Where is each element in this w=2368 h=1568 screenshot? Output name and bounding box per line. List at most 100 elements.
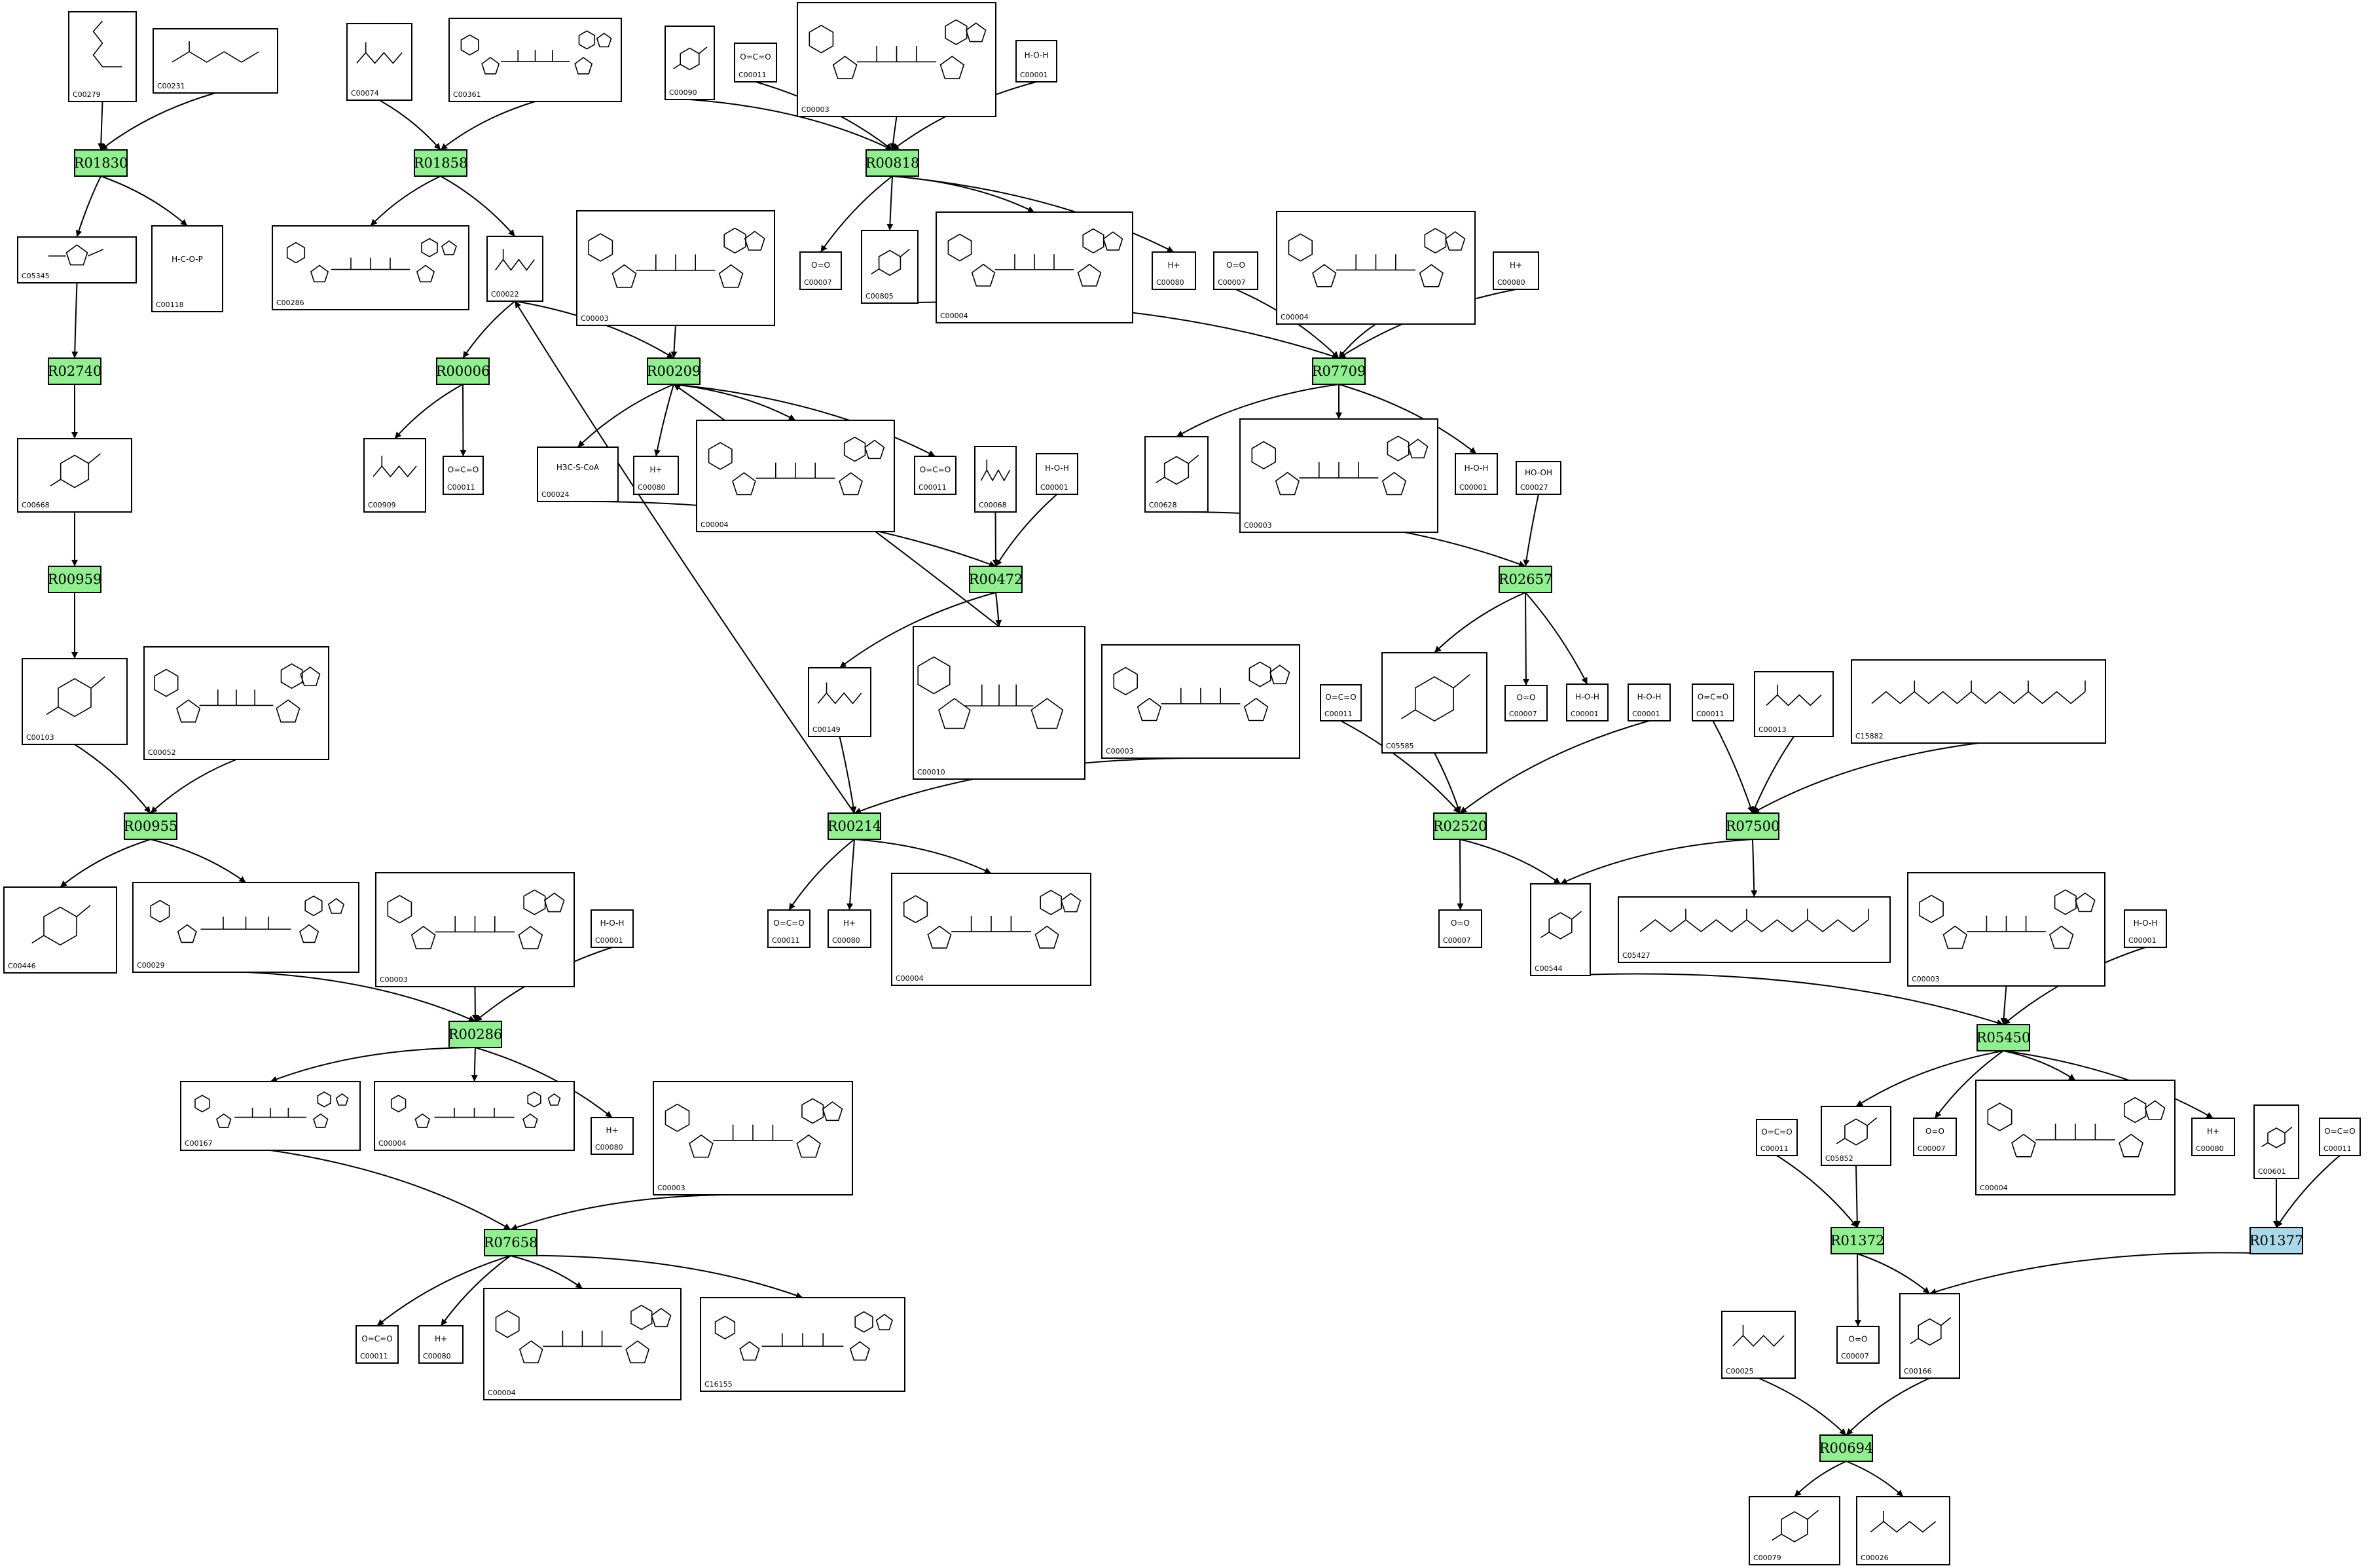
compound-node-c00601[interactable]: C00601: [2253, 1104, 2299, 1179]
compound-node-c00149[interactable]: C00149: [808, 667, 871, 737]
reaction-node-r01377[interactable]: R01377: [2250, 1227, 2304, 1254]
reaction-node-r00006[interactable]: R00006: [436, 357, 490, 385]
compound-node-c00004[interactable]: C00004: [891, 873, 1091, 986]
reaction-node-r00286[interactable]: R00286: [448, 1021, 503, 1048]
compound-node-c15882[interactable]: C15882: [1851, 659, 2106, 744]
compound-node-c00080[interactable]: H+C00080: [1493, 251, 1539, 290]
compound-node-c00080[interactable]: H+C00080: [828, 909, 871, 948]
compound-node-c00010[interactable]: C00010: [913, 626, 1085, 780]
compound-node-c00068[interactable]: C00068: [974, 446, 1017, 513]
compound-node-c00026[interactable]: C00026: [1856, 1496, 1950, 1565]
compound-node-c00003[interactable]: C00003: [576, 210, 775, 326]
compound-node-c00004[interactable]: C00004: [1975, 1080, 2176, 1195]
reaction-node-r00955[interactable]: R00955: [124, 812, 178, 840]
compound-node-c16155[interactable]: C16155: [700, 1297, 905, 1392]
compound-node-c00003[interactable]: C00003: [1101, 644, 1300, 759]
compound-node-c00166[interactable]: C00166: [1899, 1293, 1960, 1379]
reaction-node-r00214[interactable]: R00214: [828, 812, 882, 840]
reaction-id-label: R01372: [1831, 1233, 1885, 1249]
reaction-node-r05450[interactable]: R05450: [1976, 1024, 2031, 1051]
compound-node-c00004[interactable]: C00004: [696, 420, 895, 532]
compound-node-c00090[interactable]: C00090: [665, 26, 715, 100]
compound-node-c00286[interactable]: C00286: [272, 225, 469, 310]
compound-node-c00544[interactable]: C00544: [1530, 883, 1591, 976]
compound-node-c00003[interactable]: C00003: [1239, 418, 1438, 533]
compound-node-c00004[interactable]: C00004: [1276, 211, 1476, 325]
compound-node-c00080[interactable]: H+C00080: [633, 456, 679, 495]
reaction-node-r01372[interactable]: R01372: [1831, 1227, 1885, 1254]
compound-node-c00025[interactable]: C00025: [1721, 1311, 1796, 1379]
compound-node-c00003[interactable]: C00003: [797, 2, 996, 117]
edge-c00544-to-r05450: [1560, 973, 2004, 1026]
compound-node-c00668[interactable]: C00668: [17, 438, 132, 513]
reaction-node-r07709[interactable]: R07709: [1312, 357, 1366, 385]
reaction-node-r00209[interactable]: R00209: [647, 357, 701, 385]
compound-node-c00446[interactable]: C00446: [3, 886, 117, 974]
compound-node-c00080[interactable]: H+C00080: [418, 1325, 464, 1364]
compound-node-c00080[interactable]: H+C00080: [2191, 1118, 2235, 1156]
reaction-node-r07658[interactable]: R07658: [484, 1229, 538, 1256]
compound-node-c00167[interactable]: C00167: [180, 1081, 361, 1151]
compound-node-c00805[interactable]: C00805: [861, 230, 919, 304]
compound-node-c00074[interactable]: C00074: [346, 23, 412, 101]
compound-node-c00909[interactable]: C00909: [363, 438, 426, 513]
compound-node-c00013[interactable]: C00013: [1754, 671, 1834, 737]
reaction-node-r00818[interactable]: R00818: [865, 149, 920, 177]
compound-node-c00004[interactable]: C00004: [374, 1081, 575, 1151]
compound-node-c05345[interactable]: C05345: [17, 236, 137, 283]
compound-node-c05585[interactable]: C05585: [1381, 652, 1487, 754]
compound-node-c00279[interactable]: C00279: [68, 11, 137, 102]
compound-node-c00080[interactable]: H+C00080: [1152, 251, 1196, 290]
reaction-node-r01858[interactable]: R01858: [414, 149, 468, 177]
compound-node-c00003[interactable]: C00003: [653, 1081, 853, 1195]
compound-node-c05427[interactable]: C05427: [1618, 896, 1891, 963]
reaction-node-r02657[interactable]: R02657: [1499, 566, 1553, 593]
compound-node-c00029[interactable]: C00029: [132, 882, 359, 973]
reaction-node-r02520[interactable]: R02520: [1433, 812, 1487, 840]
compound-node-c00003[interactable]: C00003: [1907, 872, 2105, 987]
compound-node-c00231[interactable]: C00231: [153, 28, 278, 94]
compound-node-c00079[interactable]: C00079: [1749, 1496, 1840, 1565]
compound-node-c00052[interactable]: C00052: [143, 646, 329, 760]
compound-node-c05852[interactable]: C05852: [1821, 1106, 1891, 1166]
compound-node-c00628[interactable]: C00628: [1144, 436, 1209, 513]
compound-node-c00004[interactable]: C00004: [483, 1288, 682, 1400]
compound-node-c00004[interactable]: C00004: [936, 211, 1133, 323]
reaction-node-r02740[interactable]: R02740: [48, 357, 102, 385]
reaction-node-r00959[interactable]: R00959: [48, 566, 102, 593]
reaction-node-r00694[interactable]: R00694: [1819, 1434, 1874, 1462]
compound-node-c00022[interactable]: C00022: [486, 236, 543, 302]
reaction-node-r00472[interactable]: R00472: [969, 566, 1023, 593]
reaction-node-r07500[interactable]: R07500: [1726, 812, 1780, 840]
compound-node-c00080[interactable]: H+C00080: [591, 1117, 634, 1155]
compound-node-c00003[interactable]: C00003: [375, 872, 575, 987]
compound-node-c00361[interactable]: C00361: [448, 18, 622, 102]
reaction-node-r01830[interactable]: R01830: [74, 149, 128, 177]
compound-node-c00103[interactable]: C00103: [22, 658, 128, 745]
